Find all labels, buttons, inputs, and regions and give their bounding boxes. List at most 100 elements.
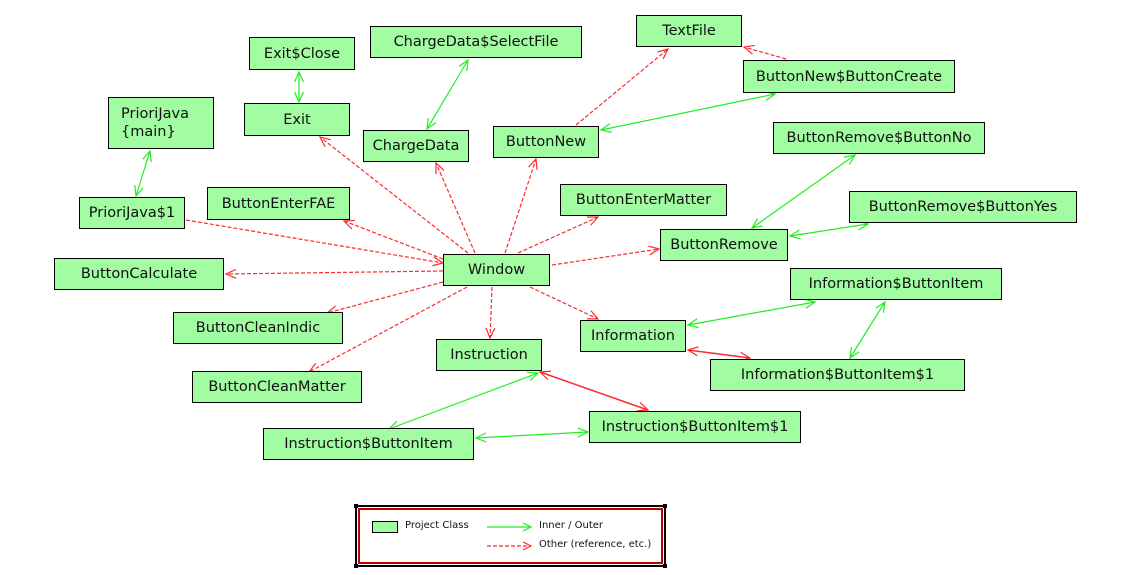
class-node-buttoncalculate[interactable]: ButtonCalculate — [54, 258, 224, 290]
arrowhead — [538, 370, 552, 381]
edge-window-to-buttonenterfae — [342, 219, 444, 260]
edge-line — [551, 248, 660, 266]
legend-project-class-swatch — [372, 521, 398, 533]
edge-exit_close-to-exit — [293, 70, 305, 104]
arrowhead — [474, 432, 487, 443]
edge-information_buttonitem-to-information — [686, 298, 817, 329]
edge-window-to-buttonentermatter — [517, 216, 600, 254]
class-node-instruction[interactable]: Instruction — [436, 339, 542, 371]
arrowhead — [657, 48, 670, 60]
edge-line — [743, 46, 787, 60]
legend-inner-outer-label: Inner / Outer — [539, 520, 604, 531]
arrowhead — [293, 91, 305, 104]
class-node-information-buttonitem-1[interactable]: Information$ButtonItem$1 — [710, 359, 965, 391]
edge-line — [529, 286, 599, 320]
class-node-buttonnew-buttoncreate[interactable]: ButtonNew$ButtonCreate — [743, 60, 955, 93]
edge-window-to-exit — [318, 136, 469, 254]
edge-line — [343, 220, 444, 260]
edge-buttonremove_buttonyes-to-buttonremove — [788, 220, 870, 240]
edge-line — [575, 48, 669, 126]
edge-chargedata_selectfile-to-chargedata — [426, 58, 469, 131]
legend-arrows — [487, 522, 533, 551]
class-node-exit-close[interactable]: Exit$Close — [249, 37, 355, 70]
edge-line — [751, 154, 856, 229]
legend-corner — [663, 504, 667, 508]
legend-project-class-label: Project Class — [405, 520, 469, 531]
arrowhead — [804, 298, 817, 309]
arrowhead — [750, 218, 763, 229]
class-node-exit[interactable]: Exit — [244, 103, 350, 136]
legend: Project Class Inner / Outer Other (refer… — [354, 504, 667, 568]
arrowhead — [224, 268, 237, 279]
edge-line — [426, 59, 469, 130]
class-node-information[interactable]: Information — [580, 320, 686, 352]
edge-buttonnew_buttoncreate-to-buttonnew — [599, 91, 777, 133]
arrowhead — [875, 300, 886, 313]
arrowhead — [485, 327, 496, 340]
arrowhead — [788, 229, 801, 240]
class-node-information-buttonitem[interactable]: Information$ButtonItem — [790, 268, 1002, 300]
class-node-buttonremove[interactable]: ButtonRemove — [660, 229, 788, 261]
arrowhead — [742, 44, 755, 55]
edge-window-to-chargedata — [435, 161, 476, 254]
class-node-chargedata-selectfile[interactable]: ChargeData$SelectFile — [370, 26, 582, 58]
class-node-window[interactable]: Window — [443, 254, 550, 286]
edge-instruction-to-instruction_buttonitem_1 — [538, 370, 650, 412]
legend-inner-outer-arrow — [487, 522, 533, 532]
class-node-priorijava-1[interactable]: PrioriJava$1 — [79, 197, 185, 229]
legend-corner — [663, 564, 667, 568]
edge-line — [489, 286, 493, 339]
arrowhead — [318, 136, 331, 148]
arrowhead — [849, 347, 860, 360]
arrowhead — [134, 185, 144, 198]
class-node-buttonenterfae[interactable]: ButtonEnterFAE — [207, 187, 350, 220]
edge-line — [539, 371, 649, 411]
edge-priorijava_1-to-window — [185, 219, 445, 267]
class-node-buttonentermatter[interactable]: ButtonEnterMatter — [560, 184, 727, 216]
class-node-priorijava-main[interactable]: PrioriJava {main} — [108, 97, 214, 149]
legend-other-label: Other (reference, etc.) — [539, 539, 652, 550]
arrowhead — [577, 427, 590, 438]
edge-buttonnew-to-textfile — [575, 48, 670, 126]
edge-window-to-instruction — [485, 286, 496, 340]
arrowhead — [426, 118, 437, 131]
class-node-instruction-buttonitem[interactable]: Instruction$ButtonItem — [263, 428, 474, 460]
class-node-instruction-buttonitem-1[interactable]: Instruction$ButtonItem$1 — [589, 411, 801, 443]
edge-line — [185, 219, 444, 264]
arrowhead — [142, 149, 152, 162]
arrowhead — [599, 123, 612, 133]
class-node-chargedata[interactable]: ChargeData — [363, 130, 469, 162]
class-node-buttonremove-buttonyes[interactable]: ButtonRemove$ButtonYes — [849, 191, 1077, 223]
arrowhead — [526, 371, 540, 382]
edge-instruction_buttonitem-to-instruction_buttonitem_1 — [474, 427, 590, 443]
legend-other-arrow — [487, 541, 533, 551]
arrowhead — [458, 58, 469, 71]
edge-line — [388, 372, 539, 430]
class-node-buttonremove-buttonno[interactable]: ButtonRemove$ButtonNo — [773, 122, 985, 154]
edge-line — [135, 150, 151, 197]
edge-line — [789, 223, 869, 237]
edge-buttonremove_buttonno-to-buttonremove — [750, 154, 857, 229]
edge-window-to-buttonremove — [551, 245, 661, 266]
edge-window-to-information — [529, 286, 600, 320]
class-node-buttoncleanmatter[interactable]: ButtonCleanMatter — [192, 371, 362, 403]
edge-line — [326, 281, 444, 314]
class-node-textfile[interactable]: TextFile — [636, 15, 742, 47]
edge-information_buttonitem-to-information_buttonitem_1 — [849, 300, 886, 360]
arrowhead — [586, 216, 600, 226]
edge-buttonnew_buttoncreate-to-textfile — [742, 44, 787, 60]
arrowhead — [342, 219, 356, 230]
arrowhead — [586, 310, 600, 320]
edge-window-to-buttonnew — [504, 157, 538, 254]
class-node-buttonnew[interactable]: ButtonNew — [493, 126, 599, 158]
arrowhead — [686, 318, 699, 329]
edge-line — [687, 301, 816, 326]
edge-line — [475, 431, 589, 439]
class-node-buttoncleanindic[interactable]: ButtonCleanIndic — [173, 312, 343, 344]
edge-window-to-buttoncalculate — [224, 268, 444, 279]
arrowhead — [648, 245, 661, 256]
edge-line — [687, 349, 751, 359]
edge-line — [504, 158, 537, 254]
